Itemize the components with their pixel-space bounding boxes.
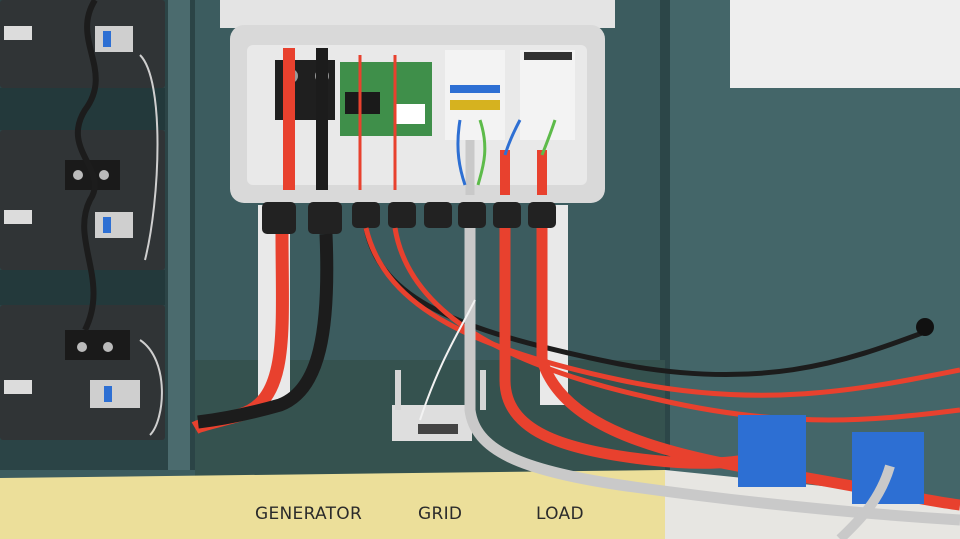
battery-module-1 xyxy=(0,0,165,88)
router-antenna xyxy=(480,370,486,410)
signal-wire xyxy=(139,339,163,436)
ct-clamp-pad xyxy=(738,415,806,487)
cable-gland xyxy=(388,202,416,228)
ct-lead xyxy=(836,464,895,539)
battery-link-cable xyxy=(75,0,99,332)
generator-label: GENERATOR xyxy=(255,504,363,524)
breaker-stripe xyxy=(450,100,500,110)
ethernet-cable xyxy=(419,299,476,421)
door-grommet xyxy=(916,318,934,336)
neutral-wire xyxy=(503,119,522,156)
breaker-stripe xyxy=(450,85,500,93)
grid-cable xyxy=(464,228,960,526)
router-ports xyxy=(418,424,458,434)
grid-label: GRID xyxy=(418,504,463,524)
breaker-toggle xyxy=(104,386,112,402)
junction-box-lid xyxy=(220,0,615,28)
rj45-port xyxy=(4,380,32,394)
generator-black-cable xyxy=(197,233,334,429)
battery-module-3 xyxy=(0,305,165,440)
breaker-switch xyxy=(90,380,140,408)
cable-gland xyxy=(493,202,521,228)
rack-shelf-gap-2 xyxy=(0,270,165,305)
terminal-bolt xyxy=(103,342,113,352)
junction-box xyxy=(220,0,615,203)
router-antenna xyxy=(395,370,401,410)
ac-breaker-bank xyxy=(520,50,575,140)
cabinet-door-edge xyxy=(660,0,670,470)
breaker-switch xyxy=(95,212,133,238)
cable-gland xyxy=(262,202,296,234)
battery-sense-cable xyxy=(363,227,960,398)
rack-post xyxy=(168,0,190,470)
cable-gland-row xyxy=(262,202,556,234)
pcb-connector xyxy=(395,104,425,124)
relay-block xyxy=(345,92,380,114)
breaker-switch xyxy=(95,26,133,52)
breaker-vent xyxy=(524,52,572,60)
cable-gland xyxy=(352,202,380,228)
battery-rack xyxy=(0,0,195,470)
neutral-wire xyxy=(456,119,467,186)
cable-gland xyxy=(424,202,452,228)
breaker-toggle xyxy=(103,31,111,47)
earth-wire xyxy=(540,119,557,156)
breaker-toggle xyxy=(103,217,111,233)
earth-wire xyxy=(476,119,487,186)
router-body xyxy=(392,405,472,441)
cable-gland xyxy=(308,202,342,234)
cable-gland xyxy=(458,202,486,228)
terminal-bolt xyxy=(99,170,109,180)
cable-gland xyxy=(528,202,556,228)
load-label: LOAD xyxy=(536,504,584,524)
terminal-bolt xyxy=(77,342,87,352)
signal-wire xyxy=(139,54,159,261)
battery-sense-cable xyxy=(392,227,960,423)
rj45-port xyxy=(4,26,32,40)
wifi-router xyxy=(392,370,486,441)
floor-mat xyxy=(0,470,665,539)
battery-terminals xyxy=(65,330,130,360)
door-sticker xyxy=(730,0,960,88)
terminal-bolt xyxy=(73,170,83,180)
rj45-port xyxy=(4,210,32,224)
ac-breaker-bank xyxy=(445,50,505,140)
